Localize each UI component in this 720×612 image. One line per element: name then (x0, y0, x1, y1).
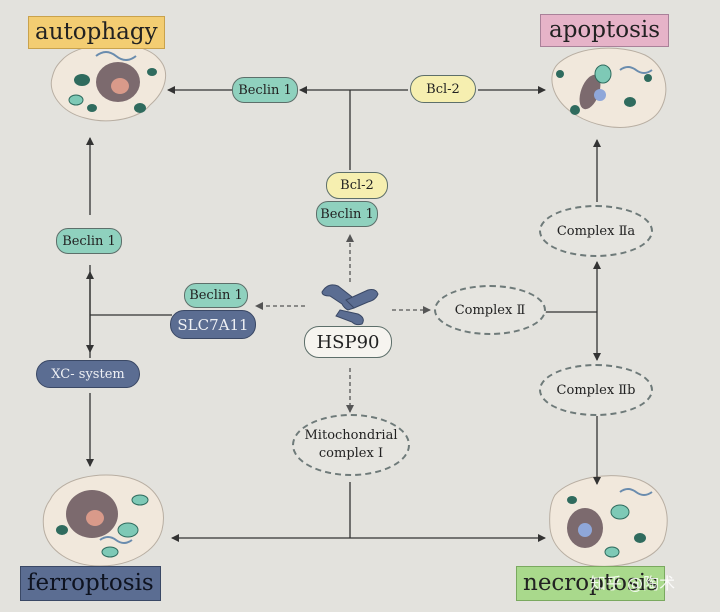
complex-iib-node: Complex Ⅱb (539, 364, 653, 416)
bcl2-node-top: Bcl-2 (410, 75, 476, 103)
mito-line-1: Mitochondrial (304, 428, 398, 444)
ferroptosis-cell (42, 474, 164, 567)
complex-iia-node: Complex Ⅱa (539, 205, 653, 257)
mito-line-2: complex Ⅰ (318, 446, 384, 461)
complex-ii-node: Complex Ⅱ (434, 285, 546, 335)
hsp90-node: HSP90 (304, 326, 392, 358)
necroptosis-cell (549, 475, 668, 567)
autophagy-label: autophagy (28, 16, 165, 49)
watermark-text: 知乎 @陶术 (590, 574, 676, 593)
solid-connectors (86, 86, 601, 542)
hsp90-protein-icon (321, 284, 379, 326)
slc7a11-node: SLC7A11 (170, 310, 256, 339)
ferroptosis-label: ferroptosis (20, 566, 161, 601)
beclin1-node-left: Beclin 1 (56, 228, 122, 254)
apoptosis-label: apoptosis (540, 14, 670, 47)
autophagy-cell (50, 43, 167, 122)
beclin1-node-mid: Beclin 1 (316, 201, 378, 227)
apoptosis-cell (551, 47, 667, 128)
xc-system-node: XC- system (36, 360, 140, 388)
mitochondrial-complex-i-node: Mitochondrial complex Ⅰ (292, 414, 410, 476)
beclin1-node-slc: Beclin 1 (184, 283, 248, 308)
beclin1-node-top: Beclin 1 (232, 77, 298, 103)
necroptosis-label: necroptosis (516, 566, 665, 601)
bcl2-node-mid: Bcl-2 (326, 172, 388, 199)
dashed-connectors (255, 234, 431, 413)
